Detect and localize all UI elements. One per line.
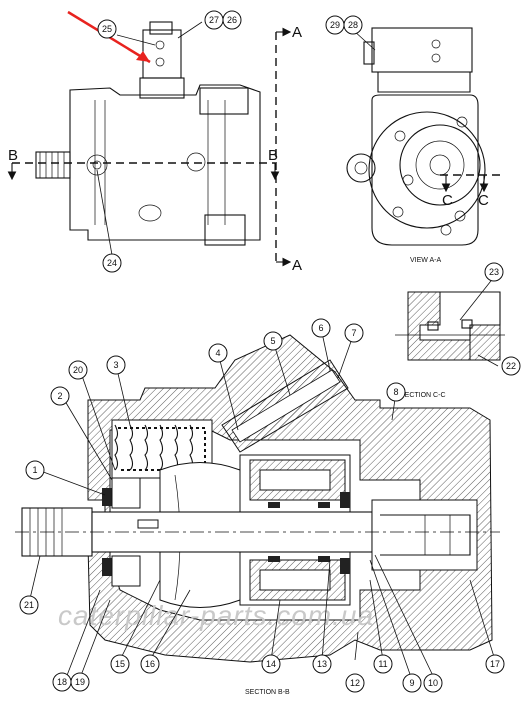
callout-1-text: 1 — [32, 465, 37, 475]
section-c-c-caption: SECTION C-C — [400, 392, 446, 399]
callout-8-text: 8 — [393, 387, 398, 397]
callout-15-text: 15 — [115, 659, 125, 669]
section-mark-a-top: A — [292, 24, 302, 41]
section-b-b-caption: SECTION B-B — [245, 689, 290, 696]
callout-18-text: 18 — [57, 677, 67, 687]
callout-3: 3 — [106, 355, 126, 375]
callout-6: 6 — [311, 318, 331, 338]
callout-12: 12 — [345, 673, 365, 693]
callout-10: 10 — [423, 673, 443, 693]
callout-14-text: 14 — [266, 659, 276, 669]
section-mark-b-right: B — [268, 147, 278, 164]
callout-18: 18 — [52, 672, 72, 692]
callout-26-text: 26 — [227, 15, 237, 25]
section-mark-b-left: B — [8, 147, 18, 164]
callout-29-text: 29 — [330, 20, 340, 30]
callout-8: 8 — [386, 382, 406, 402]
callout-9-text: 9 — [409, 678, 414, 688]
callout-9: 9 — [402, 673, 422, 693]
callout-16-text: 16 — [145, 659, 155, 669]
callout-21-text: 21 — [24, 600, 34, 610]
callout-4-text: 4 — [215, 348, 220, 358]
callout-25-text: 25 — [102, 24, 112, 34]
callout-11-text: 11 — [378, 659, 387, 669]
view-a-a: C C VIEW A-A — [346, 27, 500, 264]
section-mark-c-left: C — [442, 192, 453, 209]
callout-22-text: 22 — [506, 361, 516, 371]
section-b-b: SECTION B-B — [15, 334, 500, 696]
callout-21: 21 — [19, 595, 39, 615]
callout-28-text: 28 — [348, 20, 358, 30]
callout-11: 11 — [373, 654, 393, 674]
callout-17: 17 — [485, 654, 505, 674]
watermark: caterpillar-parts.com.ua — [58, 600, 374, 631]
callout-13: 13 — [312, 654, 332, 674]
callout-7: 7 — [344, 323, 364, 343]
callout-19-text: 19 — [75, 677, 85, 687]
callout-17-text: 17 — [490, 659, 500, 669]
callout-16: 16 — [140, 654, 160, 674]
callout-19: 19 — [70, 672, 90, 692]
section-mark-a-bottom: A — [292, 257, 302, 274]
callout-2: 2 — [50, 386, 70, 406]
callout-22: 22 — [501, 356, 521, 376]
callout-27: 27 — [204, 10, 224, 30]
callout-2-text: 2 — [57, 391, 62, 401]
callout-28: 28 — [343, 15, 363, 35]
section-c-c: SECTION C-C — [395, 291, 505, 399]
callout-13-text: 13 — [317, 659, 327, 669]
callout-24-text: 24 — [107, 258, 117, 268]
callout-7-text: 7 — [351, 328, 356, 338]
callout-4: 4 — [208, 343, 228, 363]
callout-10-text: 10 — [428, 678, 438, 688]
leader-lines — [28, 21, 499, 681]
side-view: A A B B — [7, 10, 302, 274]
callout-15: 15 — [110, 654, 130, 674]
callout-20: 20 — [68, 360, 88, 380]
callout-23: 23 — [484, 262, 504, 282]
callout-29: 29 — [325, 15, 345, 35]
callout-20-text: 20 — [73, 365, 83, 375]
callout-27-text: 27 — [209, 15, 219, 25]
callout-1: 1 — [25, 460, 45, 480]
callout-25: 25 — [97, 19, 117, 39]
callout-24: 24 — [102, 253, 122, 273]
callout-23-text: 23 — [489, 267, 499, 277]
callout-26: 26 — [222, 10, 242, 30]
view-a-a-caption: VIEW A-A — [410, 257, 441, 264]
callout-3-text: 3 — [113, 360, 118, 370]
callout-12-text: 12 — [350, 678, 360, 688]
callout-14: 14 — [261, 654, 281, 674]
callout-6-text: 6 — [318, 323, 323, 333]
callout-5: 5 — [263, 331, 283, 351]
highlight-arrow-head — [136, 51, 150, 62]
section-mark-c-right: C — [478, 192, 489, 209]
callout-5-text: 5 — [270, 336, 275, 346]
